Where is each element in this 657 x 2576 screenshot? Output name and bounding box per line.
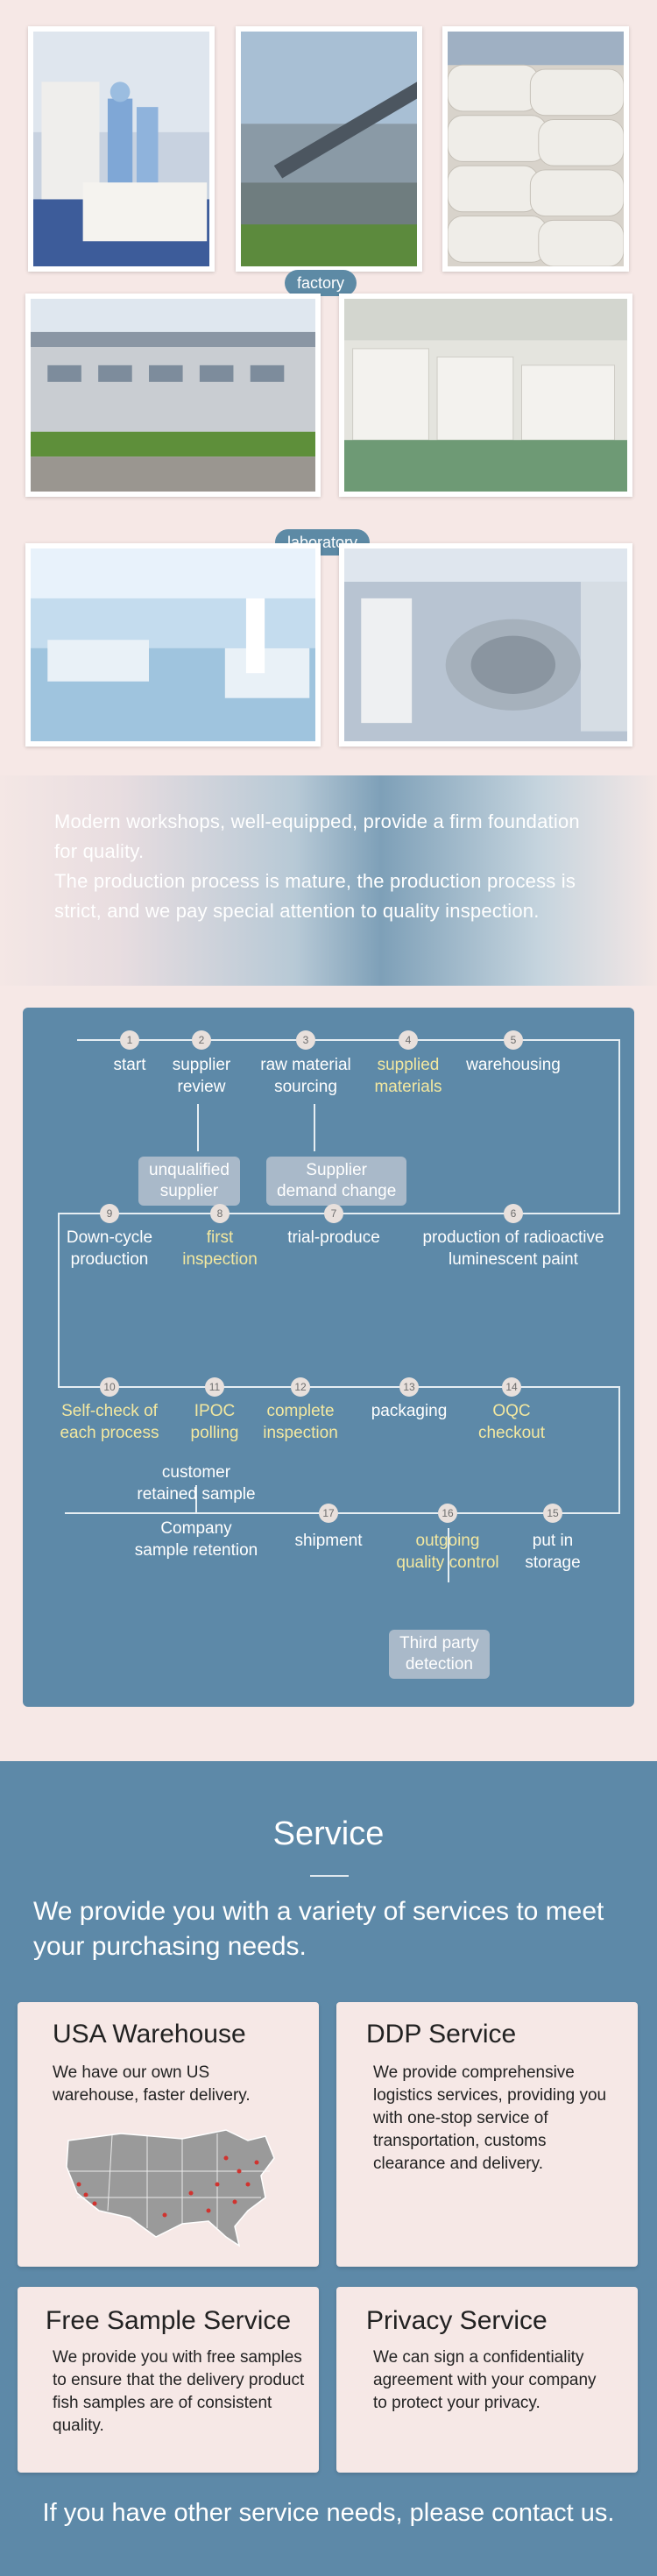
step-5-marker: 5 [504, 1030, 523, 1050]
service-title: Service [272, 1815, 385, 1852]
step-8-marker: 8 [210, 1204, 230, 1223]
customer-retained-sample-label: customer retained sample [137, 1463, 256, 1504]
step-9-marker: 9 [100, 1204, 119, 1223]
service-card-usa-warehouse: USA Warehouse We have our own US warehou… [18, 2002, 319, 2267]
step-17-marker: 17 [319, 1504, 338, 1523]
step-13-marker: 13 [399, 1377, 419, 1397]
step-5-label: warehousing [466, 1056, 561, 1074]
factory-photo-cleanroom-workers [28, 26, 215, 272]
step-1-marker: 1 [120, 1030, 139, 1050]
step-8-label: first inspection [182, 1228, 258, 1269]
service-card-text: We have our own US warehouse, faster del… [53, 2063, 251, 2105]
step-12-marker: 12 [291, 1377, 310, 1397]
step-14-marker: 14 [502, 1377, 521, 1397]
step-2-marker: 2 [192, 1030, 211, 1050]
step-11-label: IPOC polling [190, 1402, 239, 1442]
intro-line-1: Modern workshops, well-equipped, provide… [54, 810, 580, 862]
step-12-label: complete inspection [263, 1402, 338, 1442]
step-15-label: put in storage [525, 1532, 581, 1572]
step-4-label: supplied materials [374, 1056, 442, 1096]
service-subtitle: We provide you with a variety of service… [33, 1897, 604, 1961]
step-2-label: supplier review [172, 1056, 231, 1096]
step-1-label: start [113, 1056, 146, 1074]
factory-photo-warehouse [339, 294, 632, 497]
step-14-label: OQC checkout [477, 1402, 546, 1442]
company-sample-retention-label: Company sample retention [134, 1519, 258, 1560]
step-9-label: Down-cycle production [66, 1228, 153, 1269]
factory-photo-building [25, 294, 321, 497]
service-section: Service We provide you with a variety of… [0, 1761, 657, 2576]
service-card-privacy: Privacy Service We can sign a confidenti… [336, 2287, 638, 2473]
service-card-ddp: DDP Service We provide comprehensive log… [336, 2002, 638, 2267]
laboratory-label: laboratory [275, 529, 371, 556]
service-card-title: Free Sample Service [46, 2306, 292, 2335]
intro-band: Modern workshops, well-equipped, provide… [0, 775, 657, 986]
step-7-marker: 7 [324, 1204, 343, 1223]
step-10-label: Self-check of each process [60, 1402, 159, 1442]
factory-photo-pipeline [236, 26, 422, 272]
supplier-demand-change-box: Supplier demand change [266, 1157, 407, 1206]
step-3-label: raw material sourcing [260, 1056, 351, 1096]
step-16-label: outgoing quality control [396, 1532, 499, 1572]
third-party-detection-box: Third party detection [389, 1630, 490, 1679]
step-11-marker: 11 [205, 1377, 224, 1397]
service-card-text: We provide you with free samples to ensu… [53, 2348, 305, 2435]
service-card-text: We can sign a confidentiality agreement … [373, 2348, 597, 2412]
service-card-free-sample: Free Sample Service We provide you with … [18, 2287, 319, 2473]
step-3-marker: 3 [296, 1030, 315, 1050]
laboratory-photo-lab-room [25, 543, 321, 747]
service-card-title: Privacy Service [366, 2306, 548, 2335]
step-13-label: packaging [371, 1402, 448, 1420]
service-card-title: USA Warehouse [53, 2020, 246, 2049]
unqualified-supplier-box: unqualified supplier [138, 1157, 240, 1206]
service-card-text: We provide comprehensive logistics servi… [373, 2063, 607, 2173]
usa-map-icon [66, 2129, 275, 2247]
step-6-label: production of radioactive luminescent pa… [422, 1228, 604, 1269]
factory-photo-product-bags [442, 26, 629, 272]
service-footer: If you have other service needs, please … [42, 2499, 615, 2527]
step-10-marker: 10 [100, 1377, 119, 1397]
service-title-divider [310, 1875, 349, 1877]
process-flow-panel: 1 start 2 supplier review 3 raw material… [23, 1008, 634, 1707]
step-7-label: trial-produce [287, 1228, 380, 1247]
service-card-title: DDP Service [366, 2020, 517, 2049]
factory-label: factory [285, 270, 357, 296]
step-17-label: shipment [294, 1532, 363, 1550]
step-4-marker: 4 [399, 1030, 418, 1050]
intro-line-2: The production process is mature, the pr… [54, 870, 576, 922]
step-6-marker: 6 [504, 1204, 523, 1223]
step-16-marker: 16 [438, 1504, 457, 1523]
laboratory-photo-equipment [339, 543, 632, 747]
step-15-marker: 15 [543, 1504, 562, 1523]
